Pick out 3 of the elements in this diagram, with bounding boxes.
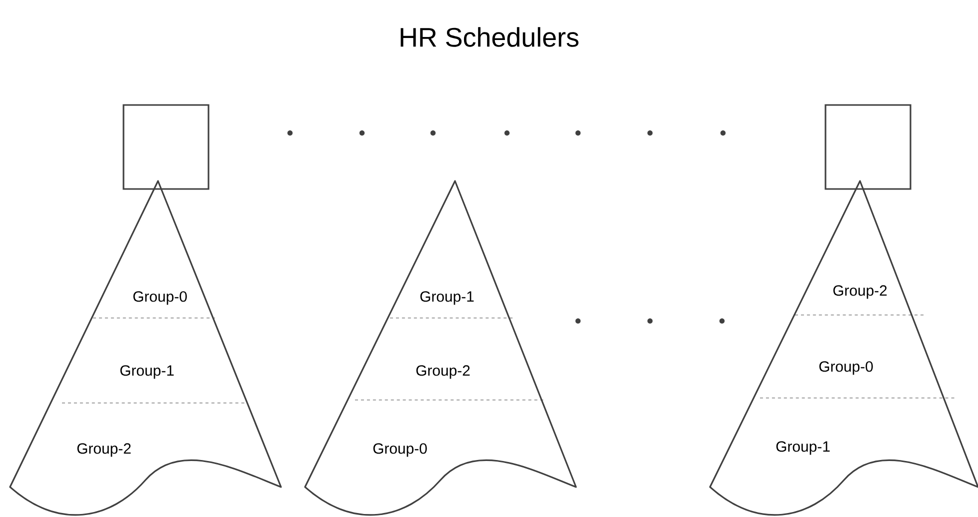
title: HR Schedulers [400,27,578,47]
square-box [122,104,210,190]
square-box [824,104,912,190]
